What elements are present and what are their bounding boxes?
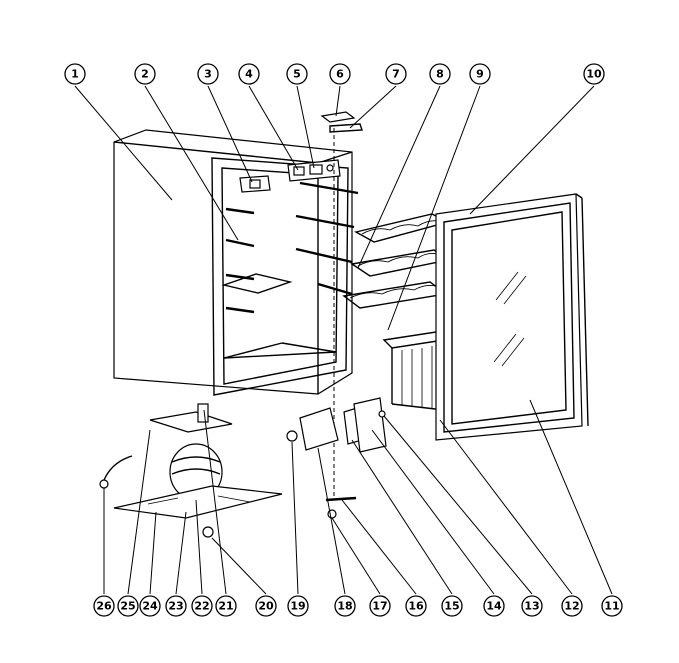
svg-text:23: 23 [168, 600, 183, 613]
svg-text:1: 1 [71, 68, 79, 81]
callout-10: 10 [583, 63, 605, 85]
callout-7: 7 [385, 63, 407, 85]
callout-15: 15 [441, 595, 463, 617]
svg-text:5: 5 [293, 68, 301, 81]
callout-1: 1 [64, 63, 86, 85]
svg-text:3: 3 [204, 68, 212, 81]
callout-3: 3 [197, 63, 219, 85]
svg-text:4: 4 [245, 68, 253, 81]
bottom-basket [382, 331, 446, 411]
top-hinge [320, 111, 363, 133]
svg-text:20: 20 [258, 600, 274, 613]
callout-12: 12 [561, 595, 583, 617]
svg-text:19: 19 [290, 600, 305, 613]
thermostat-bracket [239, 175, 271, 193]
callout-5: 5 [286, 63, 308, 85]
svg-text:15: 15 [444, 600, 459, 613]
callout-19: 19 [287, 595, 309, 617]
svg-text:14: 14 [486, 600, 502, 613]
callout-6: 6 [329, 63, 351, 85]
wine-racks [342, 213, 450, 309]
compressor [169, 443, 223, 501]
svg-text:10: 10 [586, 68, 602, 81]
svg-text:9: 9 [476, 68, 484, 81]
svg-text:12: 12 [564, 600, 579, 613]
leader-lines [74, 85, 613, 595]
svg-text:21: 21 [218, 600, 233, 613]
callout-26: 26 [93, 595, 115, 617]
svg-text:16: 16 [408, 600, 424, 613]
svg-text:22: 22 [194, 600, 209, 613]
callout-21: 21 [215, 595, 237, 617]
svg-text:26: 26 [96, 600, 112, 613]
control-panel [287, 159, 341, 182]
callout-16: 16 [405, 595, 427, 617]
callout-11: 11 [601, 595, 623, 617]
callout-2: 2 [134, 63, 156, 85]
shelf-supports [225, 181, 359, 314]
compressor-bracket [149, 403, 233, 433]
base-plate [113, 485, 283, 519]
callout-8: 8 [429, 63, 451, 85]
callout-9: 9 [469, 63, 491, 85]
svg-text:18: 18 [337, 600, 352, 613]
fan-motor-box [286, 407, 339, 451]
power-cord [99, 455, 133, 489]
svg-text:24: 24 [142, 600, 158, 613]
svg-text:8: 8 [436, 68, 444, 81]
cabinet-body [113, 129, 353, 396]
svg-text:17: 17 [372, 600, 387, 613]
callout-14: 14 [483, 595, 505, 617]
svg-text:2: 2 [141, 68, 149, 81]
callout-20: 20 [255, 595, 277, 617]
svg-text:11: 11 [604, 600, 619, 613]
callout-17: 17 [369, 595, 391, 617]
glass-door [435, 193, 589, 441]
callout-13: 13 [521, 595, 543, 617]
compressor-grommet [202, 526, 214, 538]
svg-text:13: 13 [524, 600, 539, 613]
callout-4: 4 [238, 63, 260, 85]
svg-text:25: 25 [120, 600, 135, 613]
callout-24: 24 [139, 595, 161, 617]
back-panel [353, 397, 387, 453]
callout-22: 22 [191, 595, 213, 617]
callout-25: 25 [117, 595, 139, 617]
callout-23: 23 [165, 595, 187, 617]
callout-18: 18 [334, 595, 356, 617]
svg-text:6: 6 [336, 68, 344, 81]
svg-text:7: 7 [392, 68, 400, 81]
